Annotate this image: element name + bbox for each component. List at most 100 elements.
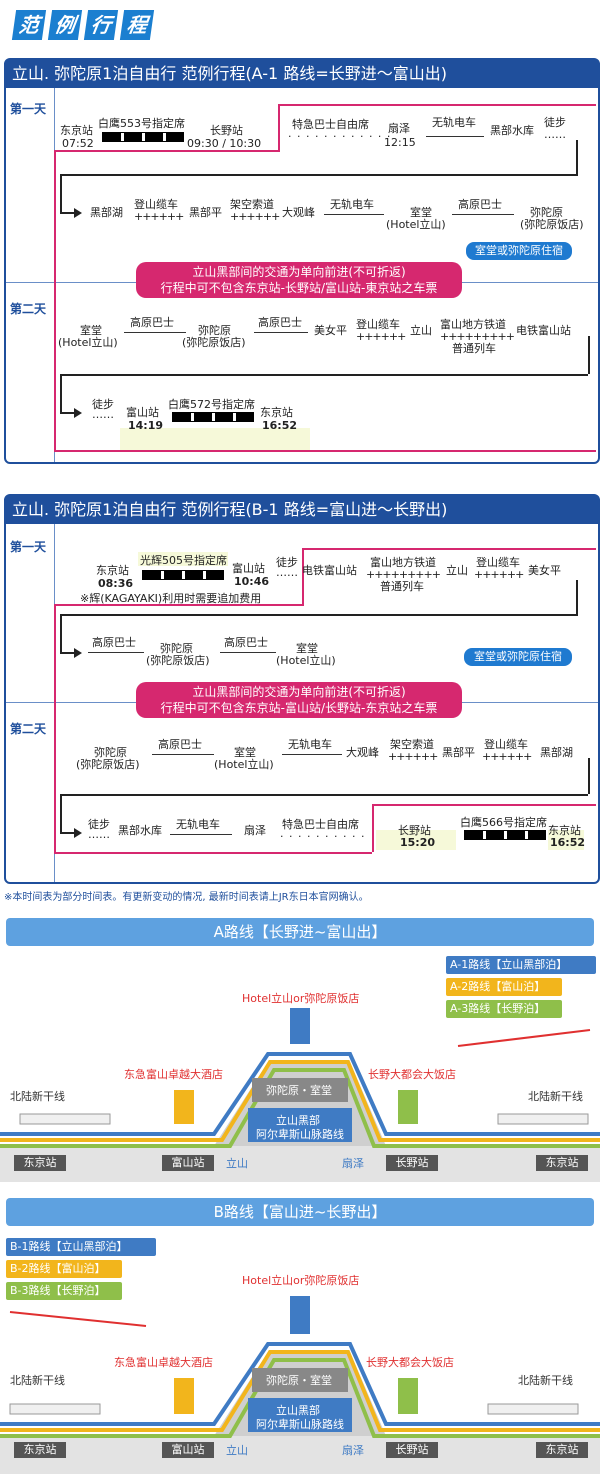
station: 黑部水库: [490, 124, 534, 137]
notice-pill: 立山黑部间的交通为单向前进(不可折返) 行程中可不包含东京站-富山站/长野站-东…: [136, 682, 462, 718]
arrow-icon: [74, 208, 82, 218]
transport: 无轨电车: [176, 818, 220, 831]
route-line: [54, 604, 56, 852]
shinkansen-right-label: 北陆新干线: [528, 1090, 583, 1103]
transport-sub: 普通列车: [452, 342, 496, 355]
transport: 高原巴士: [258, 316, 302, 329]
header-char-3: 行: [83, 10, 119, 40]
route-b1: [0, 1342, 600, 1426]
legend-b3: B-3路线【长野泊】: [6, 1282, 122, 1300]
transport-sub: 普通列车: [380, 580, 424, 593]
route-b2: [0, 1350, 600, 1432]
station: 美女平: [314, 324, 347, 337]
station: 大观峰: [282, 206, 315, 219]
day2-label: 第二天: [10, 722, 47, 736]
connector: [60, 652, 74, 654]
cable-line: ++++++: [482, 750, 532, 763]
station-label: 东京站: [536, 1155, 588, 1171]
route-segment: [254, 332, 308, 333]
cable-line: ++++++: [356, 330, 406, 343]
station-sub: (Hotel立山): [386, 218, 446, 231]
cable-line: ++++++: [230, 210, 280, 223]
notice-pill: 立山黑部间的交通为单向前进(不可折返) 行程中可不包含东京站-长野站/富山站-東…: [136, 262, 462, 298]
alpine-box: [248, 1398, 352, 1432]
station-label: 立山: [226, 1444, 248, 1457]
hotel-right-label: 长野大都会大饭店: [366, 1356, 454, 1369]
time: 07:52: [62, 137, 94, 150]
route-a3: [0, 1068, 600, 1148]
station-label: 立山: [226, 1157, 248, 1170]
route-line: [372, 804, 374, 852]
station: 扇泽: [244, 824, 266, 837]
map-a-banner: A路线【长野进~富山出】: [6, 918, 594, 946]
cable-line: ++++++: [134, 210, 184, 223]
map-b-banner: B路线【富山进~长野出】: [6, 1198, 594, 1226]
inner-box: [252, 1078, 348, 1102]
transport: 无轨电车: [288, 738, 332, 751]
ground: [0, 1144, 600, 1182]
plan-b-title: 立山. 弥陀原1泊自由行 范例行程(B-1 路线=富山进～长野出): [6, 496, 598, 524]
highlight: [138, 552, 228, 566]
footnote: ※辉(KAGAYAKI)利用时需要追加费用: [80, 592, 262, 605]
time: 10:46: [234, 575, 270, 588]
arrow-icon: [74, 408, 82, 418]
station-label: 扇泽: [342, 1157, 364, 1170]
route-segment: [124, 332, 186, 333]
arrow-icon: [74, 648, 82, 658]
hotel-top-label: Hotel立山or弥陀原饭店: [242, 1274, 360, 1287]
station: 长野站: [398, 824, 431, 837]
time: 16:52: [550, 836, 586, 849]
hotel-left-label: 东急富山卓越大酒店: [124, 1068, 223, 1081]
station-sub: (Hotel立山): [58, 336, 118, 349]
walk-dots: ……: [88, 828, 110, 841]
connector: [60, 174, 578, 176]
transport: 高原巴士: [92, 636, 136, 649]
walk-dots: ……: [544, 128, 566, 141]
alpine-label-1: 立山黑部: [276, 1114, 320, 1127]
highlight: [548, 830, 584, 850]
transport: 架空索道: [230, 198, 274, 211]
station: 东京站: [260, 406, 293, 419]
legend-a2: A-2路线【富山泊】: [446, 978, 562, 996]
connector: [588, 336, 590, 374]
transport: 徒步: [544, 116, 566, 129]
station-sub: (弥陀原饭店): [182, 336, 246, 349]
legend-a1: A-1路线【立山黑部泊】: [446, 956, 596, 974]
disclaimer: ※本时间表为部分时间表。有更新变动的情况, 最新时间表请上JR东日本官网确认。: [4, 892, 369, 903]
ground: [0, 1434, 600, 1474]
shinkansen-right-icon: [487, 1403, 579, 1415]
cable-line: ++++++: [388, 750, 438, 763]
station: 黑部湖: [90, 206, 123, 219]
transport: 徒步: [88, 818, 110, 831]
station: 长野站: [210, 124, 243, 137]
connector: [60, 614, 578, 616]
train-name: 白鹰566号指定席: [460, 816, 547, 829]
hotel-top-icon: [290, 1008, 310, 1044]
station-label: 扇泽: [342, 1444, 364, 1457]
inner-label: 弥陀原・室堂: [266, 1374, 332, 1387]
station: 大观峰: [346, 746, 379, 759]
station: 美女平: [528, 564, 561, 577]
route-line: [278, 104, 596, 106]
transport: 徒步: [92, 398, 114, 411]
header-char-4: 程: [119, 10, 155, 40]
station: 室堂: [410, 206, 432, 219]
route-segment: [324, 214, 384, 215]
alpine-label-2: 阿尔卑斯山脉路线: [256, 1418, 344, 1431]
station-label: 长野站: [386, 1155, 438, 1171]
station: 东京站: [96, 564, 129, 577]
direction-arrow: [457, 1029, 591, 1047]
connector: [60, 174, 62, 212]
notice-line-1: 立山黑部间的交通为单向前进(不可折返): [192, 685, 406, 699]
direction-arrow: [9, 1311, 147, 1327]
alpine-label-2: 阿尔卑斯山脉路线: [256, 1128, 344, 1141]
time: 09:30 / 10:30: [187, 137, 262, 150]
route-line: [302, 548, 304, 604]
connector: [60, 794, 62, 832]
transport: 架空索道: [390, 738, 434, 751]
plan-b-box: 立山. 弥陀原1泊自由行 范例行程(B-1 路线=富山进～长野出) 第一天 第二…: [4, 494, 600, 884]
legend-b2: B-2路线【富山泊】: [6, 1260, 122, 1278]
station-label: 东京站: [14, 1155, 66, 1171]
notice-line-1: 立山黑部间的交通为单向前进(不可折返): [192, 265, 406, 279]
station: 富山站: [126, 406, 159, 419]
